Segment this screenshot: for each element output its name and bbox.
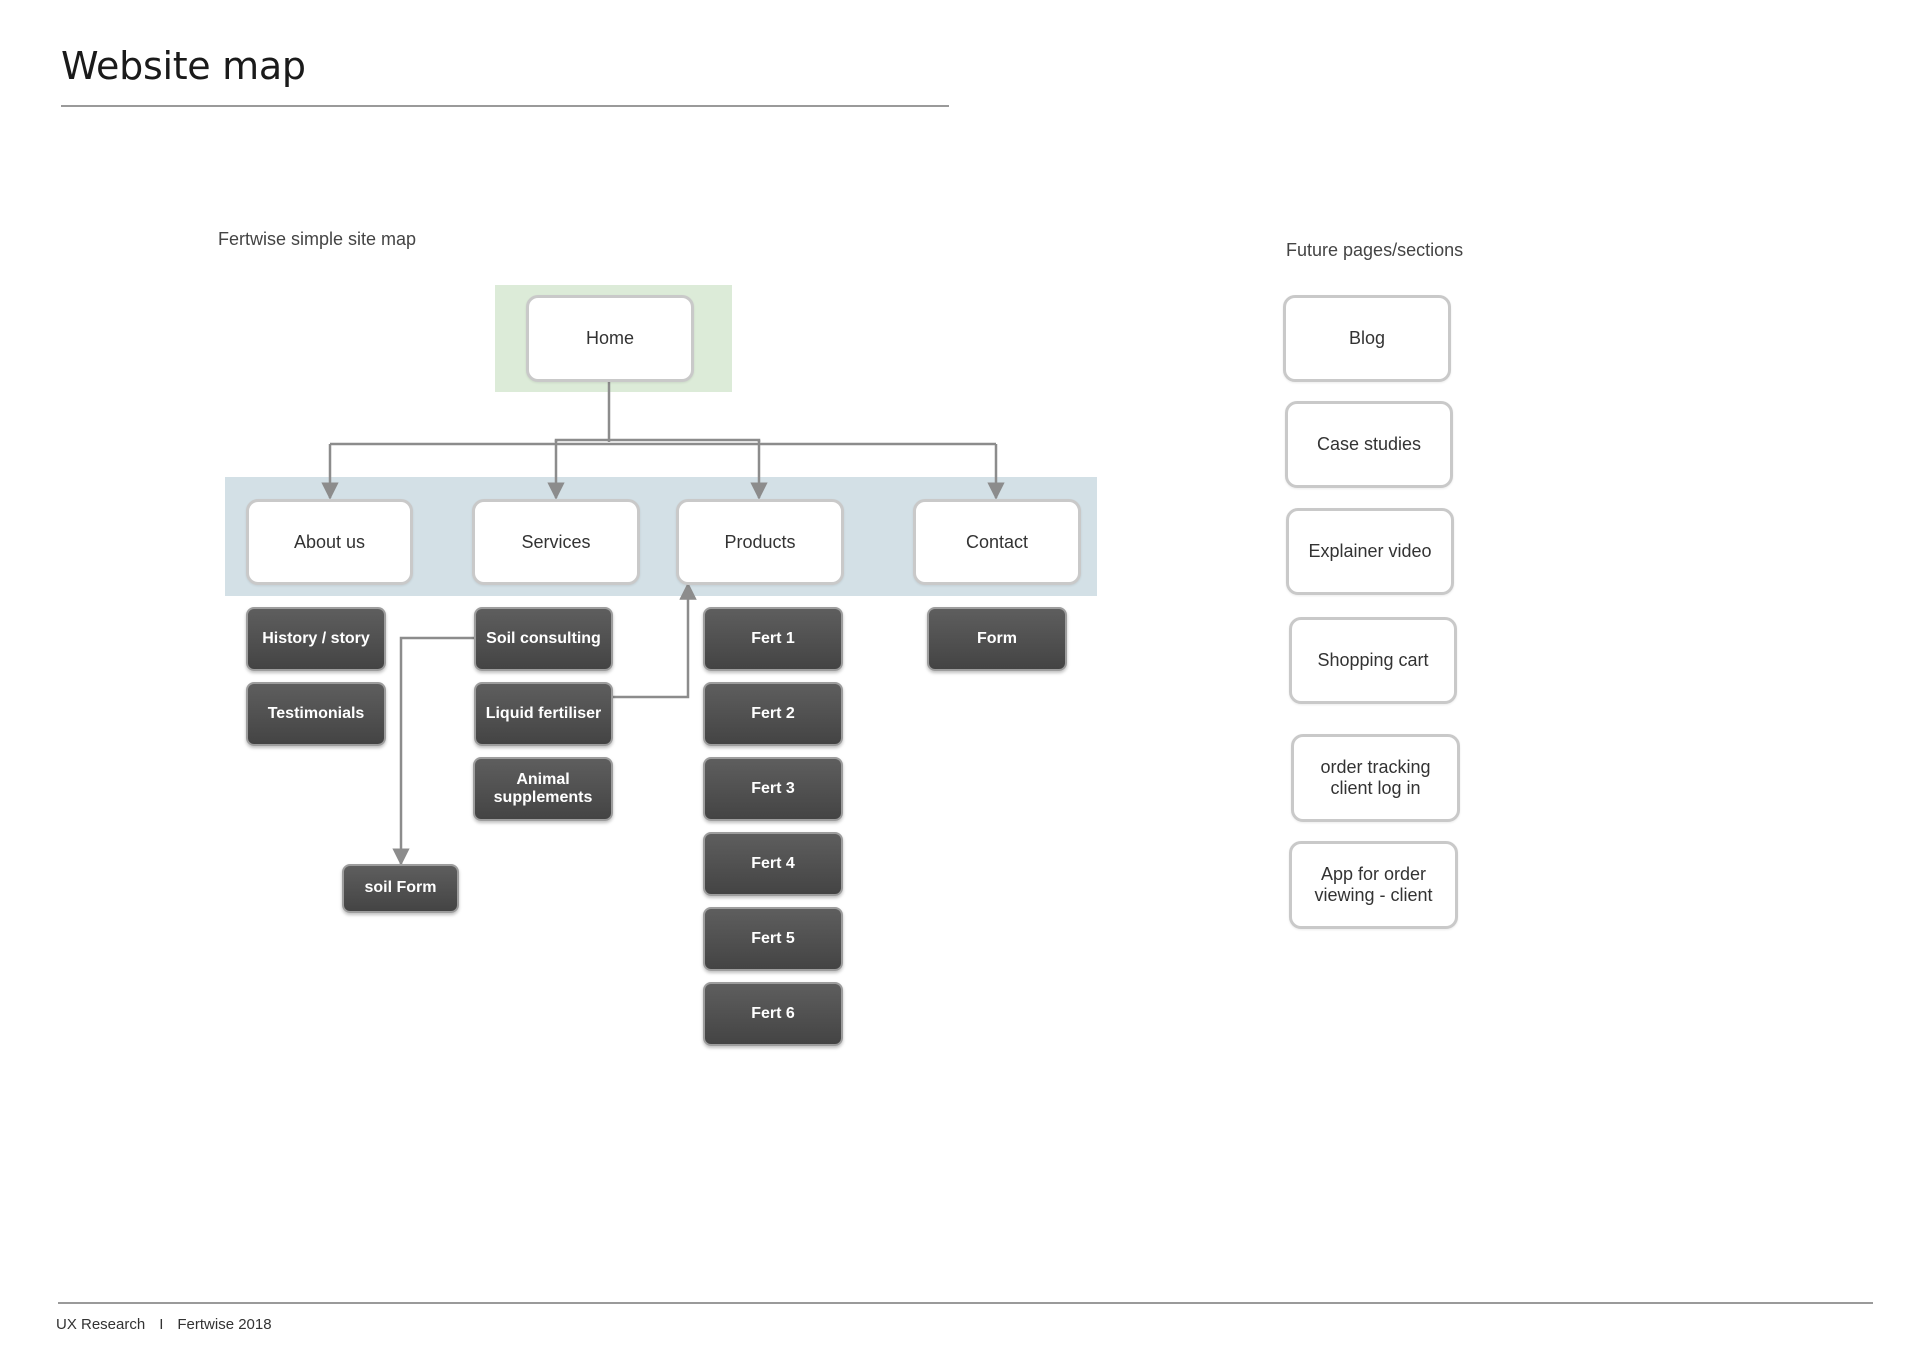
services-bracket-line [554,438,761,442]
services-node: Services [472,499,640,585]
future-app-node: App for order viewing - client [1289,841,1458,929]
fert-5-node: Fert 5 [703,907,843,971]
liquid-fertiliser-node: Liquid fertiliser [474,682,613,746]
footer-left-text: UX Research [56,1316,146,1333]
future-explainer-video-node: Explainer video [1286,508,1454,595]
history-story-node: History / story [246,607,386,671]
contact-node: Contact [913,499,1081,585]
soil-form-node: soil Form [342,864,459,913]
about-us-node: About us [246,499,413,585]
fert-3-node: Fert 3 [703,757,843,821]
footer-divider [58,1302,1873,1304]
future-case-studies-node: Case studies [1285,401,1453,488]
products-node: Products [676,499,844,585]
animal-supplements-node: Animal supplements [473,757,613,821]
home-node: Home [526,295,694,382]
header-divider [61,105,949,107]
sitemap-label: Fertwise simple site map [218,229,417,249]
fert-6-node: Fert 6 [703,982,843,1046]
fert-1-node: Fert 1 [703,607,843,671]
fert-4-node: Fert 4 [703,832,843,896]
future-order-tracking-node: order tracking client log in [1291,734,1460,822]
footer: UX Research I Fertwise 2018 [56,1316,272,1333]
future-pages-label: Future pages/sections [1286,240,1464,260]
fert-2-node: Fert 2 [703,682,843,746]
testimonials-node: Testimonials [246,682,386,746]
arrow-soil-to-soilform [392,636,474,866]
page-title: Website map [61,44,306,88]
footer-right-text: Fertwise 2018 [177,1316,272,1333]
contact-form-node: Form [927,607,1067,671]
future-blog-node: Blog [1283,295,1451,382]
future-shopping-cart-node: Shopping cart [1289,617,1457,704]
arrow-liquid-to-products [613,582,697,699]
footer-separator: I [159,1316,164,1333]
soil-consulting-node: Soil consulting [474,607,613,671]
